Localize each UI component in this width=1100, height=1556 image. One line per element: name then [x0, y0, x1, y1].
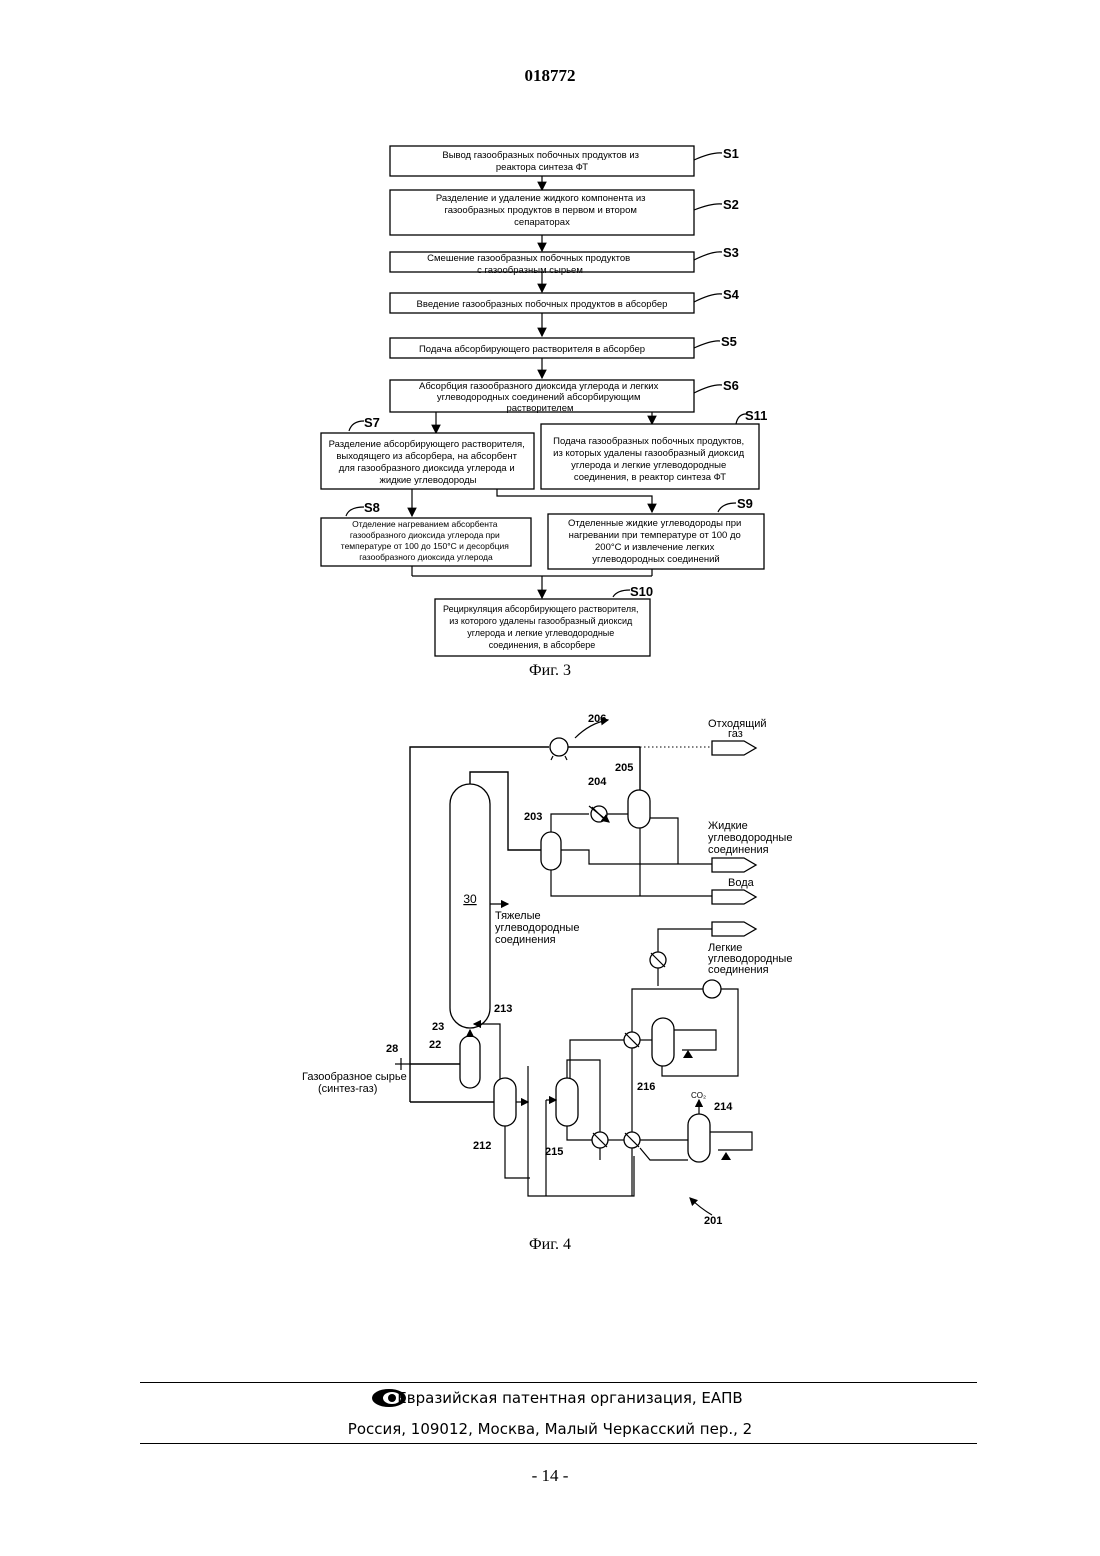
water-label: Вода	[728, 877, 755, 889]
ref-203-label: 203	[524, 811, 542, 823]
step-text-s11: Подача газообразных побочных продуктов, …	[553, 436, 747, 483]
ref-28-label: 28	[386, 1043, 398, 1055]
compressor-206-icon	[550, 738, 568, 756]
stripper-216	[652, 1018, 674, 1066]
step-label-s9: S9	[737, 496, 753, 511]
ref-201-label: 201	[704, 1215, 722, 1227]
step-label-s2: S2	[723, 197, 739, 212]
separator-212	[494, 1078, 516, 1126]
step-label-s5: S5	[721, 334, 737, 349]
separator-203	[541, 832, 561, 870]
step-text-s8: Отделение нагреванием абсорбента газообр…	[341, 519, 511, 562]
ref-216-label: 216	[637, 1081, 655, 1093]
reboiler-216-icon	[683, 1050, 693, 1058]
step-text-s4: Введение газообразных побочных продуктов…	[417, 299, 668, 310]
step-label-s3: S3	[723, 245, 739, 260]
ref-214-label: 214	[714, 1101, 733, 1113]
footer-bottom-rule	[140, 1443, 977, 1444]
ref-205-label: 205	[615, 762, 633, 774]
feed-label: Газообразное сырье (синтез-газ)	[302, 1071, 410, 1095]
light-hc-outlet-arrow	[712, 922, 756, 936]
liquid-hc-label: Жидкие углеводородные соединения	[708, 820, 796, 856]
pump-216-icon	[703, 980, 721, 998]
step-label-s11: S11	[745, 408, 767, 423]
stripper-214	[688, 1114, 710, 1162]
step-label-s7: S7	[364, 415, 380, 430]
light-hc-label: Легкие углеводородные соединения	[708, 942, 796, 976]
footer-org-line: Евразийская патентная организация, ЕАПВ	[0, 1389, 1100, 1407]
reboiler-214-icon	[721, 1152, 731, 1160]
ref-30-label: 30	[463, 892, 477, 906]
fig4-process-diagram: 30	[0, 700, 1100, 1260]
fig3-caption: Фиг. 3	[0, 662, 1100, 680]
heavy-hc-label: Тяжелые углеводородные соединения	[495, 910, 583, 946]
ref-212-label: 212	[473, 1140, 491, 1152]
co2-label: CO₂	[691, 1091, 706, 1100]
liquid-hc-outlet-arrow	[712, 858, 756, 872]
ref-22-label: 22	[429, 1039, 441, 1051]
offgas-label: Отходящий газ	[708, 718, 770, 740]
ref-215-label: 215	[545, 1146, 563, 1158]
step-label-s1: S1	[723, 146, 739, 161]
column-30	[450, 784, 490, 1028]
water-outlet-arrow	[712, 890, 756, 904]
step-label-s8: S8	[364, 500, 380, 515]
ref-23-label: 23	[432, 1021, 444, 1033]
step-text-s5: Подача абсорбирующего растворителя в абс…	[419, 344, 645, 355]
separator-205	[628, 790, 650, 828]
ref-204-label: 204	[588, 776, 607, 788]
footer-top-rule	[140, 1382, 977, 1383]
page-number: - 14 -	[0, 1466, 1100, 1486]
absorber-22	[460, 1036, 480, 1088]
offgas-outlet-arrow	[712, 741, 756, 755]
step-label-s6: S6	[723, 378, 739, 393]
step-label-s4: S4	[723, 287, 740, 302]
fig4-caption: Фиг. 4	[0, 1236, 1100, 1254]
ref-206-label: 206	[588, 713, 606, 725]
step-label-s10: S10	[630, 584, 653, 599]
footer-address-line: Россия, 109012, Москва, Малый Черкасский…	[0, 1420, 1100, 1438]
ref-213-label: 213	[494, 1003, 512, 1015]
fig3-flowchart: Вывод газообразных побочных продуктов из…	[0, 0, 1100, 700]
separator-215	[556, 1078, 578, 1126]
